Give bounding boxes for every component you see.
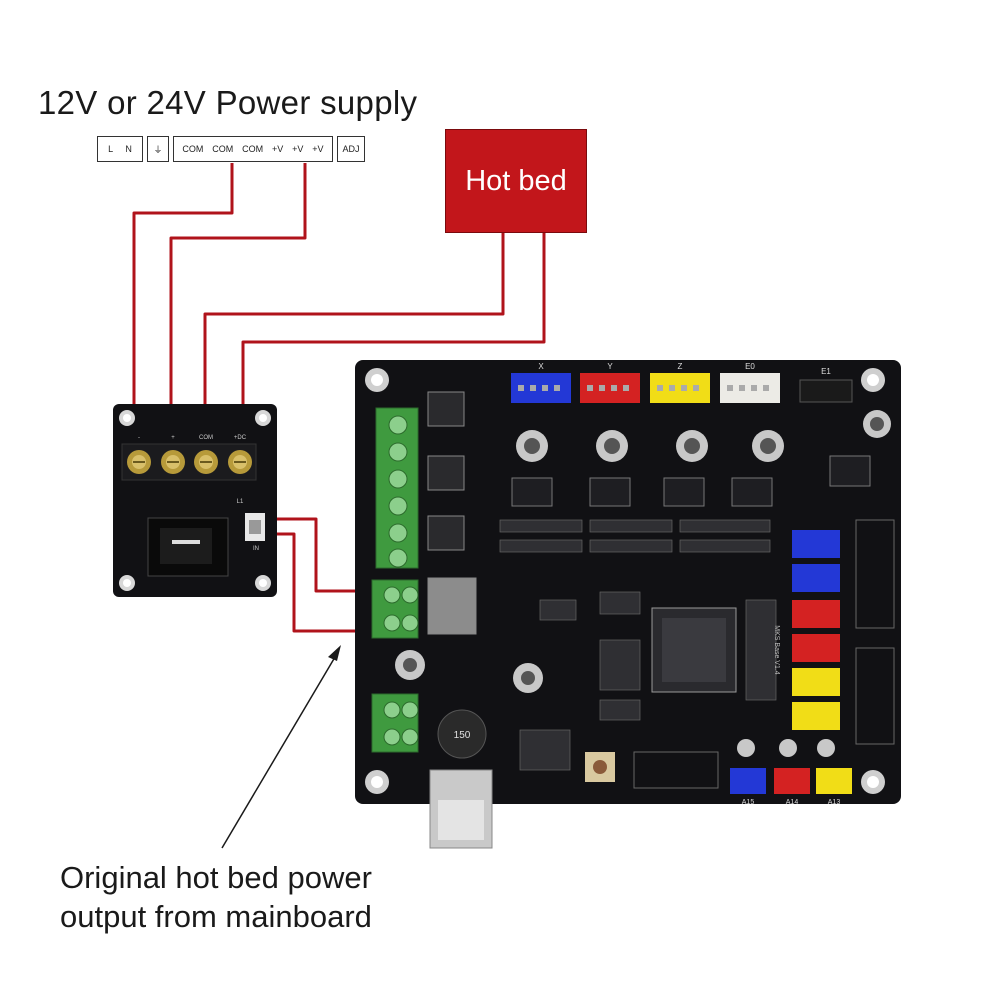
wire-psu-pv-to-module [169, 163, 307, 448]
main-terminal-block [375, 407, 419, 569]
dc-terminal-block: COM COM COM +V +V +V [173, 136, 333, 162]
terminal-com-1: COM [182, 144, 204, 154]
smd-components [499, 519, 777, 771]
ground-icon: ⏚ [153, 144, 163, 155]
expansion-headers [633, 519, 895, 789]
wire-module-signal-2-to-mainboard [266, 532, 372, 633]
ac-terminal-block: L N [97, 136, 143, 162]
header-label-z: Z [678, 362, 683, 371]
module-label-in: IN [253, 546, 259, 552]
driver-chips [511, 455, 871, 507]
mounting-holes [365, 368, 885, 794]
terminal-pv-1: +V [272, 144, 284, 154]
caption-arrow [221, 645, 341, 849]
module-label-com: COM [199, 435, 213, 441]
header-label-y: Y [607, 362, 613, 371]
terminal-pv-3: +V [312, 144, 324, 154]
capacitors [395, 410, 891, 757]
caption-line-2: output from mainboard [60, 899, 372, 934]
terminal-com-2: COM [212, 144, 234, 154]
wire-psu-com-to-module [132, 163, 234, 448]
analog-label-a14: A14 [786, 799, 799, 806]
screw-terminals [127, 450, 252, 474]
caption: Original hot bed power output from mainb… [60, 858, 372, 936]
hot-bed-output-terminal [371, 579, 419, 639]
analog-label-a15: A15 [742, 799, 755, 806]
usb-connector [429, 769, 493, 849]
hot-bed-label: Hot bed [465, 164, 567, 197]
mosfets [427, 391, 477, 635]
reset-button [585, 752, 615, 782]
wire-hotbed-2-to-module [241, 233, 546, 448]
inductor-label: 150 [454, 730, 471, 741]
module-label-l1: L1 [237, 499, 244, 505]
inductor: 150 [437, 709, 487, 759]
header-label-e1: E1 [821, 367, 831, 376]
header-label-e0: E0 [745, 362, 755, 371]
wire-hotbed-1-to-module [203, 233, 505, 448]
header-label-x: X [538, 362, 544, 371]
endstop-headers [792, 530, 840, 730]
stepper-headers: X Y Z E0 E1 [511, 362, 853, 403]
diagram-title: 12V or 24V Power supply [38, 84, 418, 121]
ground-terminal: ⏚ [147, 136, 169, 162]
adj-terminal: ADJ [337, 136, 365, 162]
power-input-terminal [371, 693, 419, 753]
terminal-adj: ADJ [342, 144, 360, 154]
power-supply-terminal-strip: L N ⏚ COM COM COM +V +V +V ADJ [97, 136, 365, 162]
analog-headers: A15 A14 A13 [730, 768, 852, 806]
terminal-pv-2: +V [292, 144, 304, 154]
mainboard: X Y Z E0 E1 [355, 360, 901, 849]
module-label-minus: - [138, 435, 140, 441]
terminal-n: N [125, 144, 132, 154]
terminal-com-3: COM [242, 144, 264, 154]
analog-label-a13: A13 [828, 799, 841, 806]
hot-bed-box: Hot bed [445, 129, 587, 233]
board-name: MKS Base V1.4 [773, 625, 780, 675]
caption-line-1: Original hot bed power [60, 860, 372, 895]
mosfet-module: - + COM +DC L1 IN [113, 404, 277, 597]
wire-module-signal-1-to-mainboard [266, 517, 372, 593]
microcontroller [651, 607, 737, 693]
wires [132, 163, 546, 633]
terminal-l: L [108, 144, 114, 154]
module-label-plus: + [171, 435, 175, 441]
module-label-dc: +DC [234, 435, 247, 441]
